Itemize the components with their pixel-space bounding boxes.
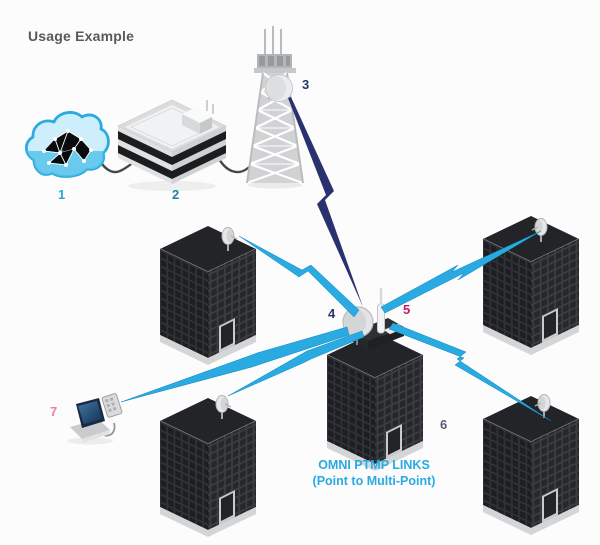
marker-1-internet-cloud: 1 [58, 187, 66, 202]
link-tower-to-rooftop [288, 97, 363, 307]
cloud-mesh-lines [43, 130, 92, 166]
tower-backhaul-dish-icon [265, 74, 293, 102]
marker-6-client-building: 6 [440, 417, 448, 432]
marker-5-omni-antenna: 5 [403, 302, 411, 317]
marker-2-gateway-device: 2 [172, 187, 180, 202]
tower-antennas [264, 26, 282, 54]
link-omni-to-lower-right [388, 322, 552, 422]
building-upper-left [159, 225, 257, 366]
panel-antenna-icon [101, 393, 123, 418]
building-bottom-right [482, 395, 580, 536]
building-central [326, 331, 424, 472]
rooftop-dish-icon [342, 306, 374, 345]
central-rooftop-equipment [342, 288, 405, 350]
caption-line1: OMNI PTMP LINKS [318, 458, 430, 472]
link-dish-to-laptop [120, 326, 350, 403]
cloud-mesh-nodes [42, 129, 93, 167]
caption-line2: (Point to Multi-Point) [312, 473, 436, 488]
laptop-client-icon [67, 393, 123, 445]
diagram-title: Usage Example [28, 28, 135, 44]
building-bottom-center [159, 397, 257, 538]
marker-3-tower-dish: 3 [302, 77, 310, 92]
link-omni-to-upper-right [380, 230, 542, 314]
gateway-device-icon [117, 99, 227, 191]
marker-7-laptop-client: 7 [50, 404, 58, 419]
internet-cloud-icon [24, 111, 110, 178]
link-omni-to-bottom-center [227, 330, 365, 397]
marker-4-rooftop-dish: 4 [328, 306, 336, 321]
omni-ptmp-caption: OMNI PTMP LINKS (Point to Multi-Point) [299, 458, 449, 489]
link-omni-to-upper-left [238, 235, 360, 318]
link-bolts [120, 97, 552, 422]
